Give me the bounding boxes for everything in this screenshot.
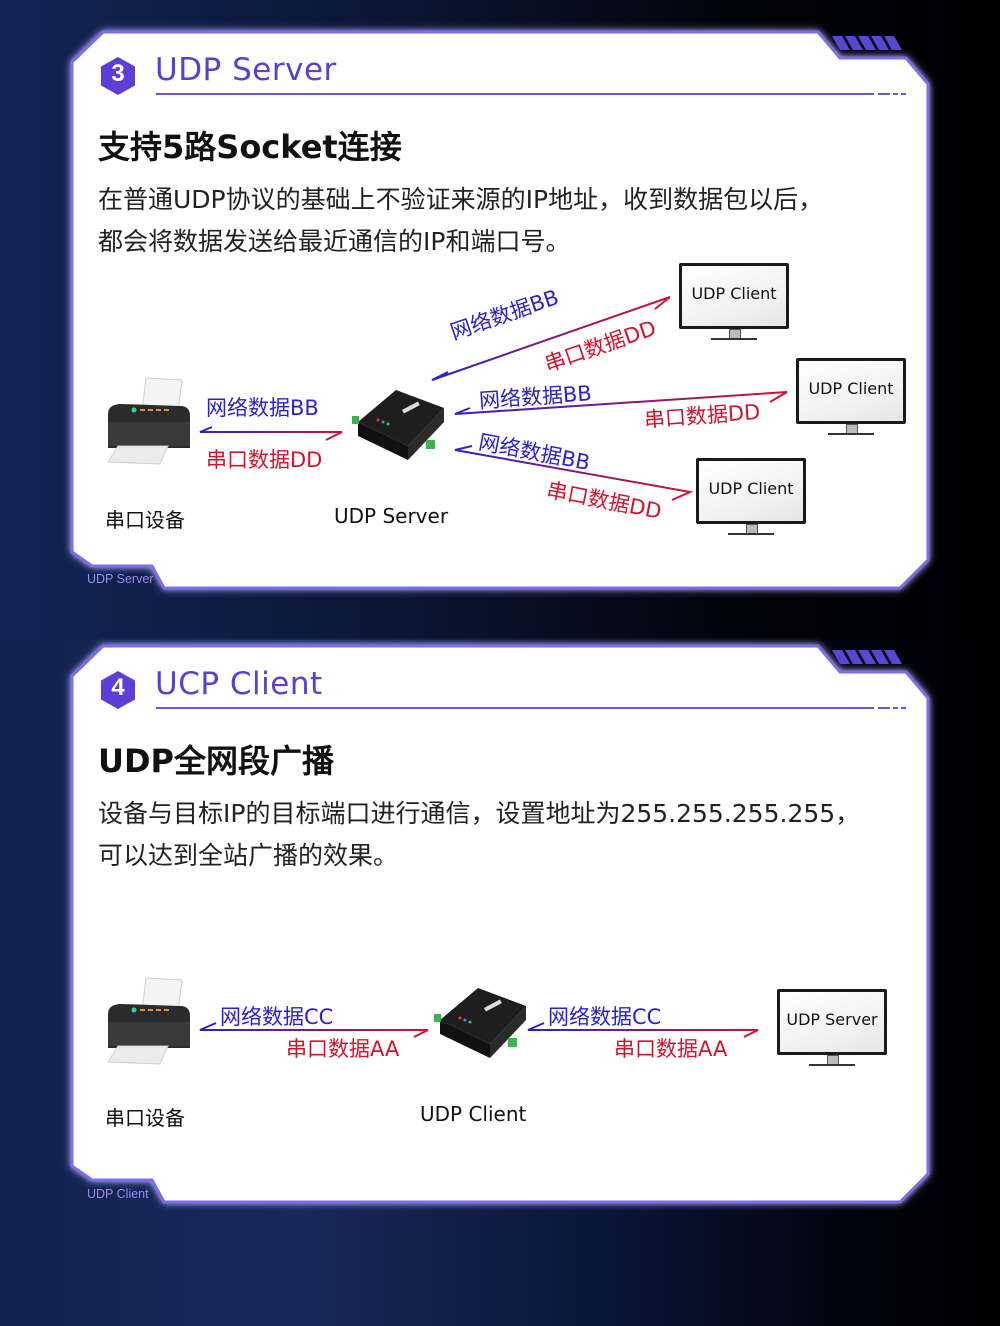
monitor-label: UDP Client [808,379,894,398]
hexagon-icon [101,57,135,95]
description: 在普通UDP协议的基础上不验证来源的IP地址，收到数据包以后， 都会将数据发送给… [98,179,823,263]
printer-icon [107,977,190,1065]
corner-tag: UDP Server [87,572,154,586]
headline: 支持5路Socket连接 [98,128,402,166]
step-number: 3 [111,60,125,87]
section-udp-client: 4 UCP Client UDP全网段广播 设备与目标IP的目标端口进行通信，设… [0,614,1000,1234]
step-number: 4 [111,674,125,701]
udp-client-monitor: UDP Client [696,458,806,536]
description-line: 设备与目标IP的目标端口进行通信，设置地址为255.255.255.255， [98,799,861,828]
monitor-label: UDP Client [708,479,794,498]
center-device-label: UDP Client [420,1102,527,1126]
section-title: UDP Server [155,52,337,88]
hexagon-icon [101,671,135,709]
monitor-label: UDP Server [786,1010,878,1029]
description-line: 在普通UDP协议的基础上不验证来源的IP地址，收到数据包以后， [98,185,824,214]
monitor-label: UDP Client [691,284,777,303]
udp-client-monitor: UDP Client [679,263,789,341]
section-title: UCP Client [155,666,323,702]
network-data-label: 网络数据CC [220,1005,334,1029]
corner-tag: UDP Client [87,1187,149,1201]
center-device-label: UDP Server [334,504,449,528]
serial-data-label: 串口数据DD [206,448,323,472]
diagram-arrows [199,1022,759,1038]
step-badge: 3 [100,56,136,96]
panel-frame [70,644,930,1204]
description-line: 都会将数据发送给最近通信的IP和端口号。 [98,227,571,256]
diagram-arrows [199,296,788,501]
serial-device-label: 串口设备 [105,508,185,532]
udp-server-monitor: UDP Server [777,989,887,1067]
serial-device-label: 串口设备 [105,1106,185,1130]
description-line: 可以达到全站广播的效果。 [98,841,399,870]
serial-data-label: 串口数据AA [614,1037,728,1061]
network-data-label: 网络数据BB [206,396,319,420]
udp-client-monitor: UDP Client [796,358,906,436]
headline: UDP全网段广播 [98,742,335,780]
description: 设备与目标IP的目标端口进行通信，设置地址为255.255.255.255， 可… [98,793,860,877]
step-badge: 4 [100,670,136,710]
network-data-label: 网络数据CC [548,1005,662,1029]
udp-device-icon [434,988,526,1058]
udp-device-icon [352,390,444,460]
serial-data-label: 串口数据AA [286,1037,400,1061]
section-udp-server: 3 UDP Server 支持5路Socket连接 在普通UDP协议的基础上不验… [0,0,1000,620]
printer-icon [107,377,190,465]
panel-frame [70,30,930,590]
